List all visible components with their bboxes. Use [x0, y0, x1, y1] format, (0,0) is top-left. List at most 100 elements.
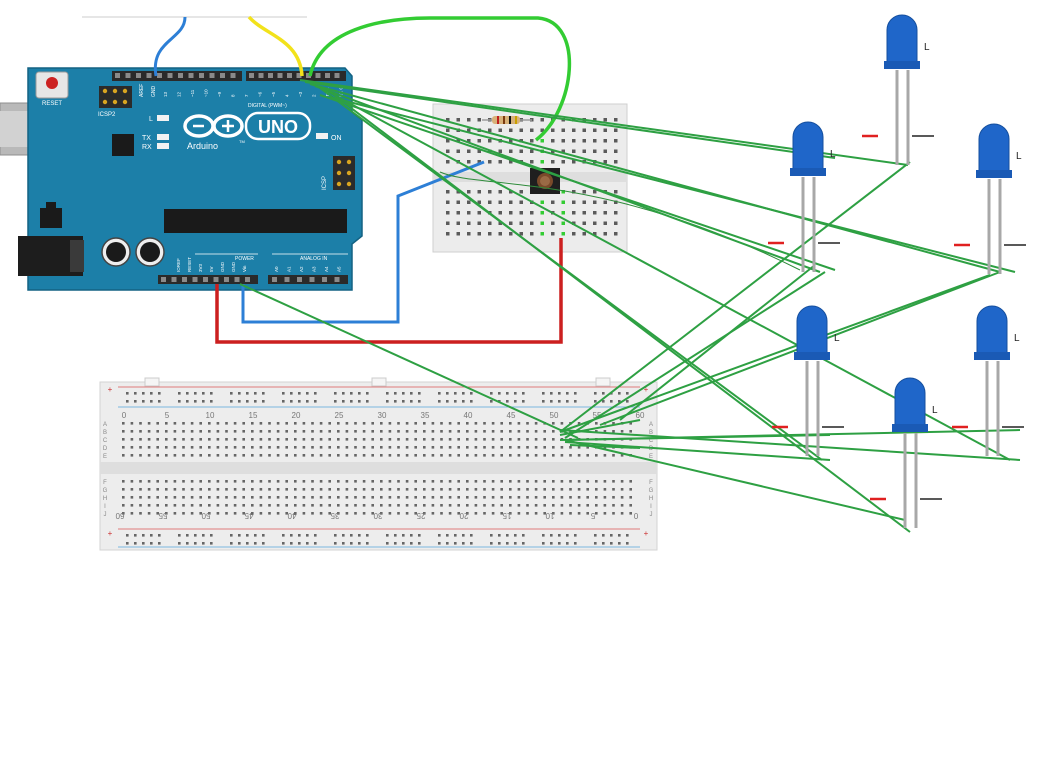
- breadboard-hole: [130, 512, 134, 515]
- digital-pin-holes: [115, 73, 340, 78]
- breadboard-hole: [225, 430, 228, 433]
- breadboard-hole: [519, 149, 523, 153]
- breadboard-hole: [614, 200, 618, 204]
- breadboard-hole: [242, 496, 245, 499]
- breadboard-hole: [477, 190, 481, 194]
- rail-hole: [246, 534, 249, 537]
- breadboard-hole: [534, 454, 538, 457]
- breadboard-hole: [612, 488, 615, 491]
- rail-hole: [542, 392, 545, 395]
- breadboard-hole: [483, 430, 486, 433]
- breadboard-hole: [629, 480, 632, 483]
- breadboard-hole: [147, 446, 151, 449]
- breadboard-hole: [517, 446, 521, 449]
- rail-hole: [210, 400, 213, 403]
- breadboard-hole: [500, 422, 503, 425]
- breadboard-hole: [620, 454, 624, 457]
- breadboard-hole: [130, 480, 134, 483]
- wire-blue-ground: [241, 160, 485, 324]
- breadboard-hole: [285, 438, 288, 441]
- column-number: 45: [244, 511, 253, 520]
- uno-badge: [244, 111, 312, 141]
- breadboard-hole: [534, 430, 538, 433]
- breadboard-hole: [165, 512, 168, 515]
- rail-hole: [290, 534, 293, 537]
- breadboard-hole: [517, 496, 521, 499]
- breadboard-hole: [190, 430, 194, 433]
- column-number: 25: [335, 411, 344, 420]
- led-dome: [886, 14, 918, 64]
- breadboard-hole: [614, 139, 618, 143]
- breadboard-hole: [474, 422, 478, 425]
- breadboard-hole: [483, 512, 486, 515]
- breadboard-hole: [165, 430, 168, 433]
- breadboard-hole: [380, 422, 383, 425]
- rail-hole: [230, 534, 233, 537]
- breadboard-hole: [448, 488, 452, 491]
- breadboard-hole: [498, 160, 502, 164]
- breadboard-hole: [446, 232, 450, 236]
- breadboard-hole: [173, 488, 177, 491]
- breadboard-hole: [397, 488, 400, 491]
- breadboard-hole: [620, 480, 624, 483]
- header-pin-hole: [167, 73, 173, 78]
- breadboard-hole: [577, 488, 581, 491]
- breadboard-hole: [477, 232, 481, 236]
- breadboard-hole: [199, 504, 202, 507]
- breadboard-hole: [603, 480, 607, 483]
- breadboard-hole: [569, 480, 572, 483]
- breadboard-hole: [328, 496, 331, 499]
- breadboard-hole: [446, 128, 450, 132]
- breadboard-hole: [182, 430, 185, 433]
- breadboard-hole: [354, 480, 357, 483]
- breadboard-hole: [268, 488, 271, 491]
- breadboard-hole: [466, 488, 469, 491]
- breadboard-hole: [440, 512, 443, 515]
- header-pin-hole: [334, 73, 340, 78]
- breadboard-hole: [414, 512, 417, 515]
- breadboard-hole: [156, 454, 159, 457]
- breadboard-hole: [233, 480, 237, 483]
- breadboard-hole: [456, 149, 460, 153]
- breadboard-hole: [534, 446, 538, 449]
- rail-hole: [566, 392, 569, 395]
- breadboard-hole: [457, 446, 460, 449]
- header-pin-hole: [322, 277, 327, 282]
- digital-pin-label: ~5: [271, 91, 276, 97]
- breadboard-hole: [190, 480, 194, 483]
- breadboard-hole: [423, 496, 426, 499]
- icsp-header: [333, 156, 355, 190]
- breadboard-hole: [569, 454, 572, 457]
- breadboard-hole: [242, 480, 245, 483]
- rail-hole: [282, 400, 285, 403]
- breadboard-hole: [498, 128, 502, 132]
- breadboard-hole: [319, 504, 323, 507]
- breadboard-hole: [311, 488, 314, 491]
- breadboard-hole: [534, 480, 538, 483]
- rail-hole: [490, 534, 493, 537]
- breadboard-hole: [509, 139, 513, 143]
- breadboard-hole: [466, 422, 469, 425]
- blue-led: L: [952, 305, 1024, 456]
- rail-hole: [254, 392, 257, 395]
- rail-hole: [470, 400, 473, 403]
- breadboard-hole: [561, 149, 565, 153]
- breadboard-hole: [199, 496, 202, 499]
- rail-hole: [394, 542, 397, 545]
- row-letter: A: [649, 422, 653, 428]
- breadboard-hole: [147, 504, 151, 507]
- breadboard-hole: [122, 512, 125, 515]
- breadboard-hole: [225, 488, 228, 491]
- power-pin-label: RESET: [187, 257, 192, 272]
- breadboard-hole: [216, 454, 220, 457]
- breadboard-hole: [540, 211, 544, 215]
- header-pin-hole: [268, 73, 273, 78]
- breadboard-hole: [311, 454, 314, 457]
- breadboard-hole: [569, 446, 572, 449]
- breadboard-hole: [491, 504, 495, 507]
- green-wire: [564, 439, 906, 521]
- rail-hole: [506, 542, 509, 545]
- column-number: 35: [330, 511, 339, 520]
- breadboard-hole: [423, 512, 426, 515]
- led-label: L: [1016, 151, 1022, 162]
